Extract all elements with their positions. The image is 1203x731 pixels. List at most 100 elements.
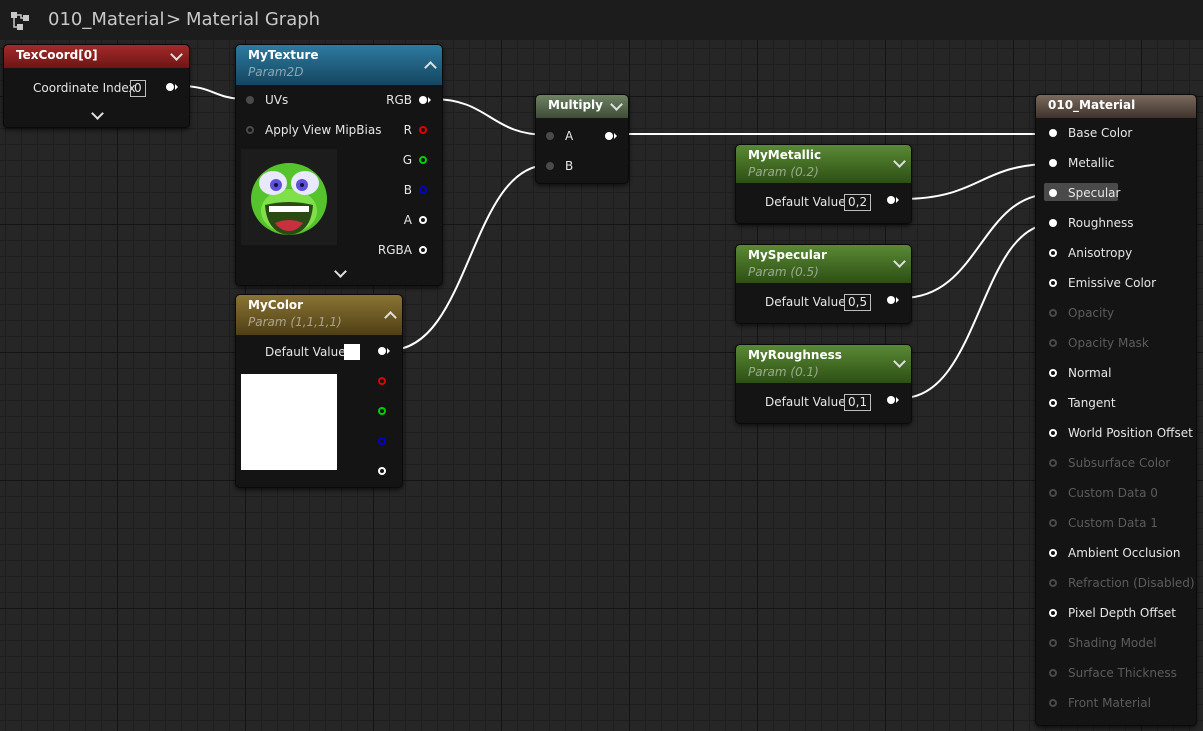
myroughness-node-header[interactable]: MyRoughness Param (0.1) [736, 345, 911, 383]
texcoord-node[interactable]: TexCoord[0] Coordinate Index 0 [3, 44, 190, 128]
collapse-chevron-icon[interactable] [893, 255, 906, 268]
mipbias-input-pin[interactable] [246, 126, 254, 134]
pin-arrow-icon [896, 297, 899, 303]
breadcrumb-asset[interactable]: 010_Material [48, 9, 165, 30]
r-output-pin[interactable] [419, 126, 427, 134]
anisotropy-input-pin[interactable] [1049, 249, 1057, 257]
collapse-chevron-icon[interactable] [893, 155, 906, 168]
coordinate-index-label: Coordinate Index [33, 81, 136, 95]
material-node-header[interactable]: 010_Material [1036, 95, 1196, 118]
b-input-pin[interactable] [546, 162, 554, 170]
a-output-label: A [403, 213, 412, 227]
specular-input-pin[interactable] [1049, 189, 1057, 197]
mycolor-b-output-pin[interactable] [378, 437, 386, 445]
coordinate-index-field[interactable]: 0 [130, 80, 146, 97]
multiply-output-pin[interactable] [605, 132, 613, 140]
ambient-occlusion-input-pin[interactable] [1049, 549, 1057, 557]
multiply-node-header[interactable]: Multiply [536, 95, 628, 118]
mymetallic-node-subtitle: Param (0.2) [748, 165, 819, 179]
myspecular-node-title: MySpecular [748, 248, 827, 262]
emissive-color-input-pin[interactable] [1049, 279, 1057, 287]
myroughness-output-pin[interactable] [887, 396, 895, 404]
a-output-pin[interactable] [419, 216, 427, 224]
default-value-label: Default Value [765, 295, 846, 309]
mycolor-node[interactable]: MyColor Param (1,1,1,1) Default Value [235, 294, 403, 488]
texcoord-node-header[interactable]: TexCoord[0] [4, 45, 189, 68]
front-material-input-label: Front Material [1068, 696, 1151, 710]
mytexture-node-subtitle: Param2D [248, 65, 304, 79]
default-color-swatch[interactable] [344, 344, 360, 360]
refraction-disabled-input-label: Refraction (Disabled) [1068, 576, 1195, 590]
mymetallic-node-header[interactable]: MyMetallic Param (0.2) [736, 145, 911, 183]
world-position-offset-input-pin[interactable] [1049, 429, 1057, 437]
a-input-pin[interactable] [546, 132, 554, 140]
default-value-label: Default Value [765, 395, 846, 409]
uvs-input-pin[interactable] [246, 96, 254, 104]
metallic-input-pin[interactable] [1049, 159, 1057, 167]
multiply-node[interactable]: Multiply A B [535, 94, 629, 184]
mymetallic-node[interactable]: MyMetallic Param (0.2) Default Value 0,2 [735, 144, 912, 224]
surface-thickness-input-pin [1049, 669, 1057, 677]
pin-arrow-icon [614, 133, 617, 139]
b-output-label: B [403, 183, 412, 197]
wire-metallic [901, 163, 1053, 200]
collapse-chevron-icon[interactable] [384, 311, 397, 324]
mymetallic-node-title: MyMetallic [748, 148, 822, 162]
normal-input-pin[interactable] [1049, 369, 1057, 377]
collapse-chevron-icon[interactable] [170, 48, 183, 61]
rgb-output-label: RGB [386, 93, 412, 107]
world-position-offset-input-label: World Position Offset [1068, 426, 1193, 440]
mycolor-node-subtitle: Param (1,1,1,1) [248, 315, 342, 329]
pin-arrow-icon [175, 84, 178, 90]
base-color-input-pin[interactable] [1049, 129, 1057, 137]
breadcrumb-graph[interactable]: Material Graph [186, 9, 321, 30]
mymetallic-output-pin[interactable] [887, 196, 895, 204]
mytexture-node-header[interactable]: MyTexture Param2D [236, 45, 442, 85]
uvs-input-label: UVs [265, 93, 289, 107]
collapse-chevron-icon[interactable] [610, 98, 623, 111]
rgba-output-pin[interactable] [419, 246, 427, 254]
mytexture-node-title: MyTexture [248, 48, 319, 62]
anisotropy-input-label: Anisotropy [1068, 246, 1133, 260]
mycolor-node-title: MyColor [248, 298, 304, 312]
pixel-depth-offset-input-pin[interactable] [1049, 609, 1057, 617]
subsurface-color-input-label: Subsurface Color [1068, 456, 1171, 470]
multiply-node-title: Multiply [548, 98, 603, 112]
collapse-chevron-icon[interactable] [893, 355, 906, 368]
custom-data-0-input-label: Custom Data 0 [1068, 486, 1158, 500]
texcoord-node-title: TexCoord[0] [16, 48, 98, 62]
mycolor-output-pin[interactable] [378, 347, 386, 355]
roughness-value-field[interactable]: 0,1 [844, 394, 872, 411]
myroughness-node[interactable]: MyRoughness Param (0.1) Default Value 0,… [735, 344, 912, 424]
front-material-input-pin [1049, 699, 1057, 707]
myspecular-output-pin[interactable] [887, 296, 895, 304]
collapse-chevron-icon[interactable] [424, 61, 437, 74]
refraction-disabled-input-pin [1049, 579, 1057, 587]
g-output-pin[interactable] [419, 156, 427, 164]
myspecular-node-header[interactable]: MySpecular Param (0.5) [736, 245, 911, 283]
metallic-value-field[interactable]: 0,2 [844, 194, 872, 211]
rgba-output-label: RGBA [377, 243, 412, 257]
r-output-label: R [403, 123, 412, 137]
roughness-input-pin[interactable] [1049, 219, 1057, 227]
myspecular-node[interactable]: MySpecular Param (0.5) Default Value 0,5 [735, 244, 912, 324]
expand-chevron-icon[interactable] [91, 107, 104, 120]
mycolor-r-output-pin[interactable] [378, 377, 386, 385]
tangent-input-label: Tangent [1068, 396, 1116, 410]
mycolor-node-header[interactable]: MyColor Param (1,1,1,1) [236, 295, 402, 335]
wire-specular [901, 193, 1053, 299]
mytexture-node[interactable]: MyTexture Param2D UVs Apply View MipBias… [235, 44, 443, 286]
mycolor-g-output-pin[interactable] [378, 407, 386, 415]
rgb-output-pin[interactable] [419, 96, 427, 104]
shading-model-input-label: Shading Model [1068, 636, 1157, 650]
specular-value-field[interactable]: 0,5 [844, 294, 872, 311]
default-value-label: Default Value [265, 345, 346, 359]
pixel-depth-offset-input-label: Pixel Depth Offset [1068, 606, 1176, 620]
mycolor-a-output-pin[interactable] [378, 467, 386, 475]
texcoord-output-pin[interactable] [166, 83, 174, 91]
roughness-input-label: Roughness [1068, 216, 1134, 230]
expand-chevron-icon[interactable] [334, 265, 347, 278]
b-output-pin[interactable] [419, 186, 427, 194]
tangent-input-pin[interactable] [1049, 399, 1057, 407]
